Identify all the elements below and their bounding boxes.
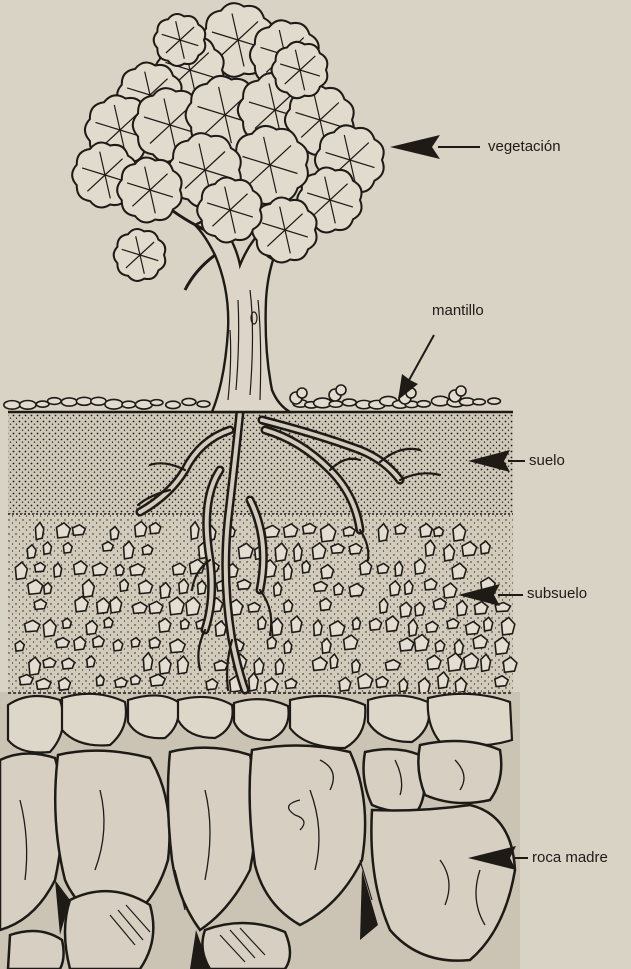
litter-leaf: [166, 401, 181, 408]
litter-leaf: [61, 398, 77, 406]
pebble: [131, 638, 140, 647]
litter-leaf: [342, 399, 356, 406]
litter-leaf: [135, 400, 152, 409]
pebble: [131, 675, 141, 684]
pebble: [104, 617, 113, 627]
pebble: [87, 656, 95, 667]
litter-leaf: [48, 398, 62, 405]
litter-leaf: [105, 399, 123, 409]
arrow-vegetacion: [390, 135, 480, 159]
label-roca-madre: roca madre: [532, 849, 608, 866]
litter-leaf: [122, 401, 136, 408]
pebble: [63, 618, 72, 628]
pebble: [353, 617, 361, 629]
label-vegetacion: vegetación: [488, 138, 561, 155]
suelo-layer: [8, 412, 513, 514]
litter-leaf: [4, 401, 20, 410]
litter-clover: [456, 386, 466, 396]
litter-leaf: [20, 401, 36, 410]
pebble: [44, 583, 52, 594]
litter-leaf: [91, 397, 106, 405]
litter-clover: [297, 388, 307, 398]
litter-leaf: [182, 398, 196, 405]
pebble: [63, 543, 72, 554]
litter-clover: [336, 385, 346, 395]
label-subsuelo: subsuelo: [527, 585, 587, 602]
litter-leaf: [473, 399, 485, 405]
litter-leaf: [488, 398, 501, 404]
pebble: [15, 641, 24, 651]
pebble: [181, 619, 190, 629]
litter-leaf: [197, 401, 210, 407]
litter-leaf: [151, 400, 163, 406]
pebble: [96, 675, 104, 686]
roca-madre-layer: [0, 692, 520, 969]
label-mantillo: mantillo: [432, 302, 484, 319]
tree-canopy: [72, 3, 384, 281]
label-suelo: suelo: [529, 452, 565, 469]
pebble: [434, 527, 444, 536]
litter-leaf: [417, 401, 430, 407]
pebble: [116, 564, 124, 575]
litter-leaf: [76, 397, 91, 405]
